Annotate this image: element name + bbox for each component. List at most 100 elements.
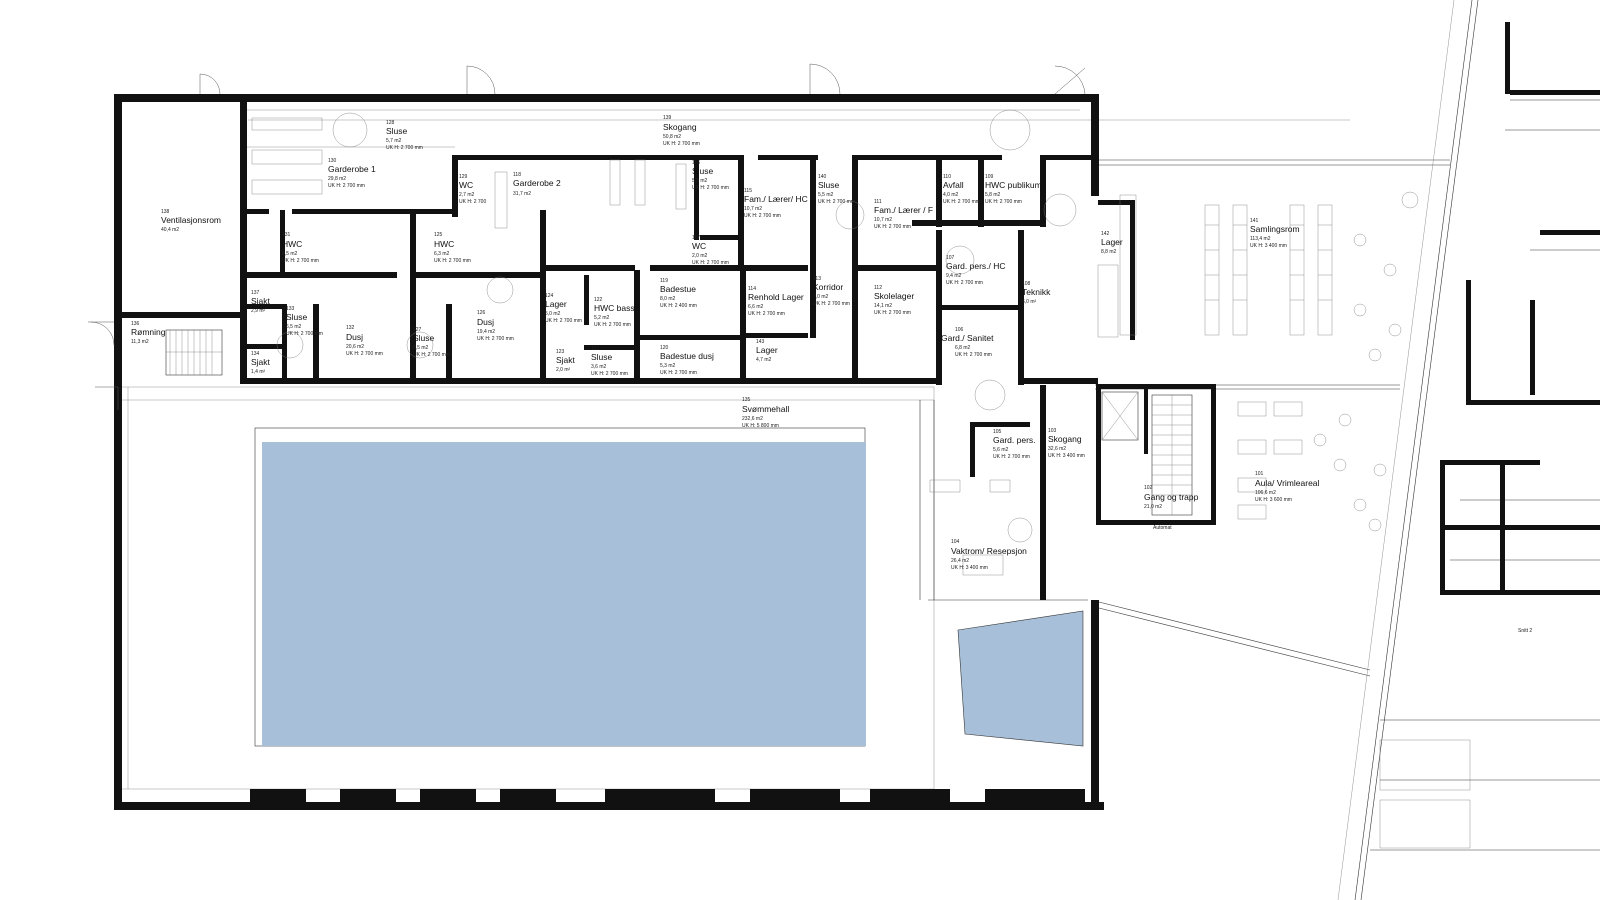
svg-text:Renhold Lager: Renhold Lager xyxy=(748,292,804,302)
svg-text:UK H: 2 700 mm: UK H: 2 700 mm xyxy=(955,352,992,358)
svg-text:26,4 m2: 26,4 m2 xyxy=(951,558,969,564)
svg-text:Sjakt: Sjakt xyxy=(556,355,576,365)
svg-text:122: 122 xyxy=(594,297,603,303)
svg-text:10,7 m2: 10,7 m2 xyxy=(744,206,762,212)
svg-text:Lager: Lager xyxy=(545,299,567,309)
svg-text:125: 125 xyxy=(434,232,443,238)
svg-text:UK H: 2 700 mm: UK H: 2 700 mm xyxy=(874,310,911,316)
svg-text:111: 111 xyxy=(874,199,882,205)
svg-text:29,8 m2: 29,8 m2 xyxy=(328,176,346,182)
svg-text:5,6 m2: 5,6 m2 xyxy=(993,447,1009,453)
svg-text:50,8 m2: 50,8 m2 xyxy=(663,134,681,140)
svg-text:WC: WC xyxy=(692,241,706,251)
svg-text:UK H: 2 700 mm: UK H: 2 700 mm xyxy=(413,352,450,358)
svg-text:121: 121 xyxy=(591,346,600,352)
svg-text:135: 135 xyxy=(742,397,751,403)
svg-text:Ventilasjonsrom: Ventilasjonsrom xyxy=(161,215,221,225)
svg-text:UK H: 2 700: UK H: 2 700 xyxy=(459,199,486,205)
svg-text:HWC: HWC xyxy=(434,239,454,249)
svg-text:115: 115 xyxy=(744,188,752,194)
svg-text:UK H: 2 700 mm: UK H: 2 700 mm xyxy=(545,318,582,324)
svg-text:Sluse: Sluse xyxy=(692,166,714,176)
svg-text:5,5 m2: 5,5 m2 xyxy=(818,192,834,198)
svg-text:Aula/ Vrimleareal: Aula/ Vrimleareal xyxy=(1255,478,1320,488)
svg-text:HWC: HWC xyxy=(282,239,302,249)
svg-text:6,5 m2: 6,5 m2 xyxy=(286,324,302,330)
svg-text:109: 109 xyxy=(985,174,994,180)
svg-text:Badestue: Badestue xyxy=(660,284,696,294)
svg-text:132: 132 xyxy=(346,325,355,331)
svg-text:19,4 m2: 19,4 m2 xyxy=(477,329,495,335)
svg-text:119: 119 xyxy=(660,278,668,284)
svg-text:2,9 m²: 2,9 m² xyxy=(251,308,266,314)
svg-text:118: 118 xyxy=(513,172,521,178)
svg-text:4,0 m2: 4,0 m2 xyxy=(943,192,959,198)
svg-text:232,6 m2: 232,6 m2 xyxy=(742,416,763,422)
svg-text:136: 136 xyxy=(131,321,140,327)
svg-text:6,5 m2: 6,5 m2 xyxy=(413,345,429,351)
svg-text:HWC publikum: HWC publikum xyxy=(985,180,1042,190)
svg-text:Lager: Lager xyxy=(1101,237,1123,247)
svg-text:UK H: 2 700 mm: UK H: 2 700 mm xyxy=(328,183,365,189)
section-label: Snitt 2 xyxy=(1518,628,1532,634)
svg-text:UK H: 3 600 mm: UK H: 3 600 mm xyxy=(1255,497,1292,503)
svg-text:6,6 m2: 6,6 m2 xyxy=(748,304,764,310)
svg-text:UK H: 2 700 mm: UK H: 2 700 mm xyxy=(993,454,1030,460)
pools xyxy=(254,427,1084,747)
svg-text:140: 140 xyxy=(818,174,827,180)
svg-text:Dusj: Dusj xyxy=(346,332,363,342)
svg-text:Rømning: Rømning xyxy=(131,327,166,337)
svg-text:104: 104 xyxy=(951,539,960,545)
svg-text:UK H: 2 700 mm: UK H: 2 700 mm xyxy=(692,260,729,266)
svg-text:139: 139 xyxy=(663,115,672,121)
svg-text:UK H: 2 700 mm: UK H: 2 700 mm xyxy=(744,213,781,219)
walls xyxy=(114,22,1600,810)
svg-text:8,0 m2: 8,0 m2 xyxy=(660,296,676,302)
svg-text:UK H: 2 700 mm: UK H: 2 700 mm xyxy=(591,371,628,377)
svg-text:141: 141 xyxy=(1250,218,1259,224)
svg-text:123: 123 xyxy=(556,349,565,355)
svg-text:Vaktrom/ Resepsjon: Vaktrom/ Resepsjon xyxy=(951,546,1027,556)
svg-text:UK H: 2 700 mm: UK H: 2 700 mm xyxy=(386,145,423,151)
svg-text:UK H: 2 700 mm: UK H: 2 700 mm xyxy=(286,331,323,337)
svg-text:UK H: 3 400 mm: UK H: 3 400 mm xyxy=(1250,243,1287,249)
svg-text:UK H: 2 700 mm: UK H: 2 700 mm xyxy=(477,336,514,342)
svg-text:21,0 m2: 21,0 m2 xyxy=(1144,504,1162,510)
svg-text:Korridor: Korridor xyxy=(813,282,843,292)
main-pool-water xyxy=(262,442,866,746)
svg-text:Sjakt: Sjakt xyxy=(251,357,271,367)
svg-text:6,0 m²: 6,0 m² xyxy=(1022,299,1037,305)
svg-text:105: 105 xyxy=(993,429,1002,435)
svg-text:116: 116 xyxy=(692,160,700,166)
svg-text:UK H: 2 700 mm: UK H: 2 700 mm xyxy=(663,141,700,147)
doors xyxy=(88,63,1086,543)
svg-text:113: 113 xyxy=(813,276,821,282)
svg-text:Sluse: Sluse xyxy=(413,333,435,343)
svg-text:143: 143 xyxy=(756,339,765,345)
svg-text:Garderobe 2: Garderobe 2 xyxy=(513,178,561,188)
svg-text:5,3 m2: 5,3 m2 xyxy=(660,363,676,369)
svg-text:5,8 m2: 5,8 m2 xyxy=(692,178,708,184)
svg-text:Dusj: Dusj xyxy=(477,317,494,327)
svg-text:134: 134 xyxy=(251,351,260,357)
svg-text:106: 106 xyxy=(955,327,964,333)
svg-text:3,6 m2: 3,6 m2 xyxy=(591,364,607,370)
